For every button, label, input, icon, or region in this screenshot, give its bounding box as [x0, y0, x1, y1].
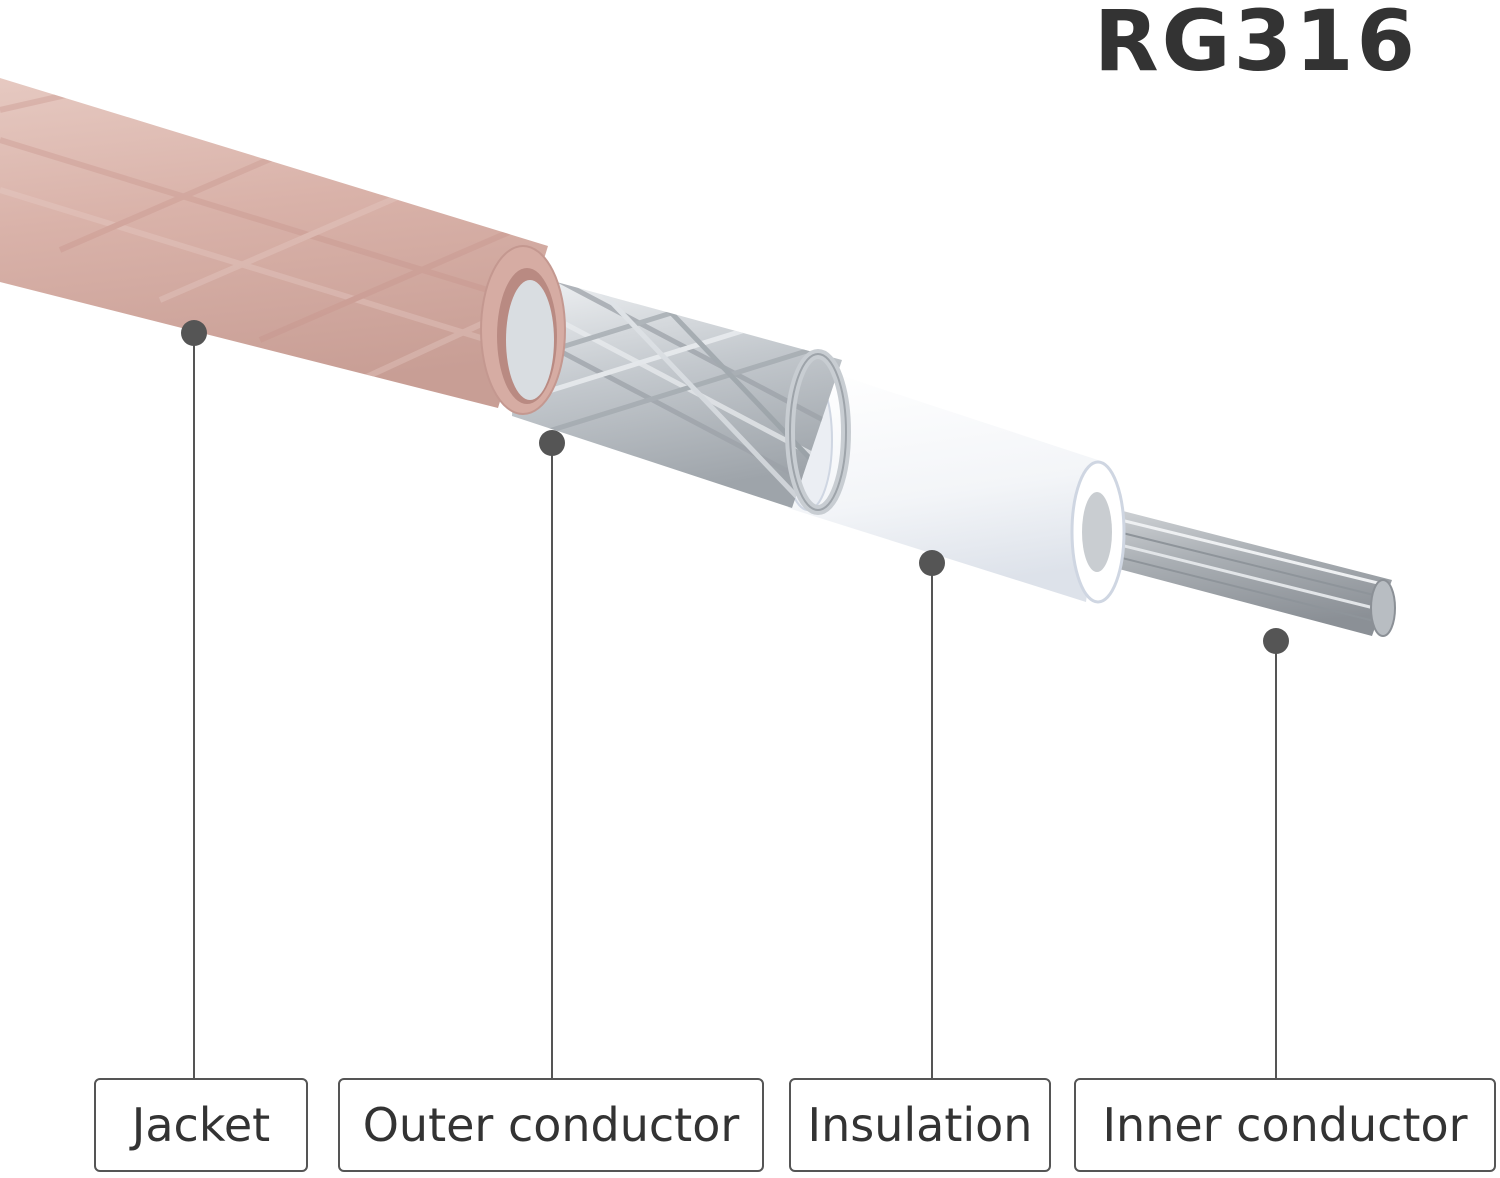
- label-inner-conductor: Inner conductor: [1074, 1078, 1496, 1172]
- label-jacket: Jacket: [94, 1078, 308, 1172]
- label-insulation: Insulation: [789, 1078, 1051, 1172]
- leader-insulation: [919, 550, 945, 1078]
- diagram-title: RG316: [1094, 0, 1418, 90]
- jacket-layer: [0, 78, 566, 415]
- leader-dot-jacket: [181, 320, 207, 346]
- label-outer-conductor: Outer conductor: [338, 1078, 764, 1172]
- leader-outer-conductor: [539, 430, 565, 1078]
- leader-dot-outer-conductor: [539, 430, 565, 456]
- leader-dot-inner-conductor: [1263, 628, 1289, 654]
- leader-jacket: [181, 320, 207, 1078]
- inner-conductor: [1070, 500, 1396, 637]
- leader-dot-insulation: [919, 550, 945, 576]
- leader-inner-conductor: [1263, 628, 1289, 1078]
